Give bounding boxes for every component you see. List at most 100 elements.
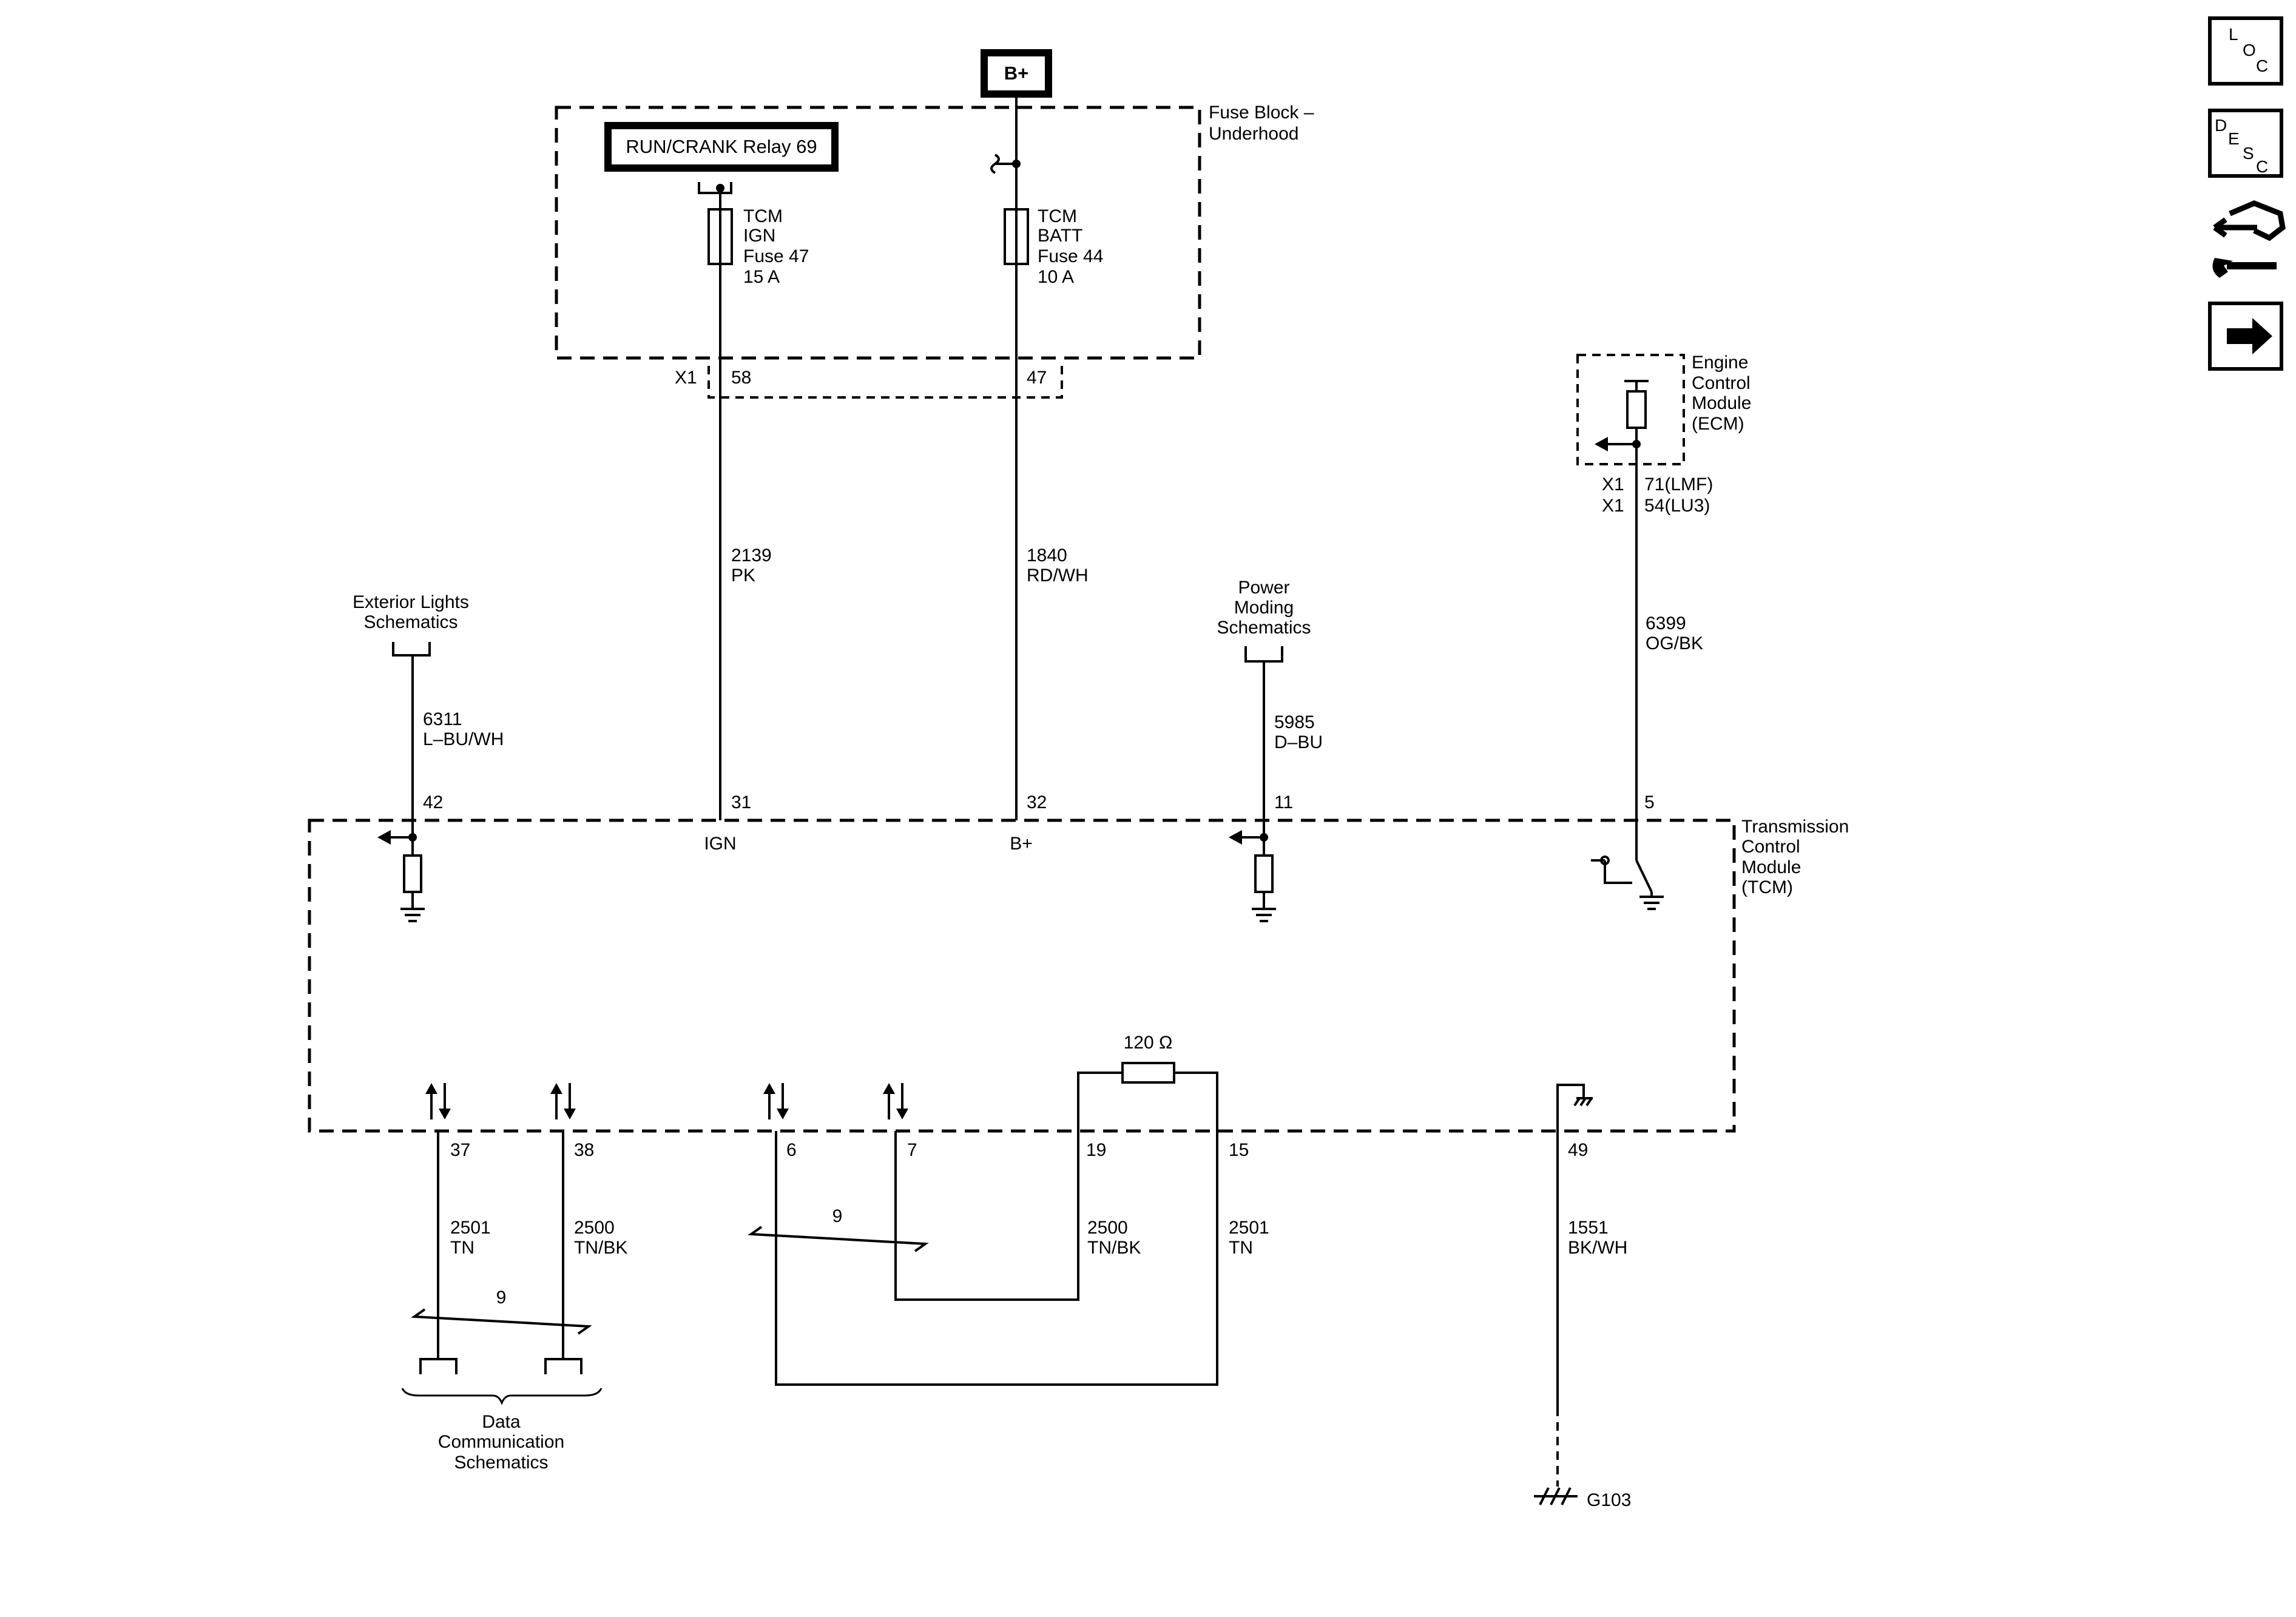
wire-1840-circuit: 1840 [1027, 545, 1067, 565]
pin-47: 47 [1027, 368, 1047, 388]
ecm-x1-b: X1 [1602, 496, 1624, 516]
fuse44-l1: TCM [1038, 206, 1077, 226]
tcm-l3: Module [1741, 857, 1801, 877]
loc-icon[interactable]: L O C [2208, 16, 2283, 86]
fuse44-l2: BATT [1038, 226, 1082, 246]
terminating-resistor [1121, 1062, 1175, 1084]
ecm-x1-a: X1 [1602, 474, 1624, 495]
ecm-pin-a: 71(LMF) [1644, 474, 1713, 495]
next-arrow-icon[interactable] [2208, 302, 2283, 371]
wire-loop-6-15 [775, 1131, 1218, 1386]
tcm-l1: Transmission [1741, 817, 1849, 837]
fuse-block-label-2: Underhood [1209, 124, 1298, 144]
ecm-l3: Module [1692, 393, 1751, 413]
fuse47-l4: 15 A [743, 267, 780, 287]
pin-31: 31 [731, 792, 751, 812]
svg-text:C: C [2256, 56, 2268, 75]
data-comm-l3: Schematics [454, 1453, 548, 1473]
tcm-ign-label: IGN [704, 834, 736, 854]
pin-37: 37 [450, 1140, 470, 1160]
ecm-pin-b: 54(LU3) [1644, 496, 1710, 516]
svg-text:L: L [2229, 25, 2238, 44]
data-arrows-7 [883, 1083, 908, 1119]
fuse47-l2: IGN [743, 226, 775, 246]
tcm-pulldown-resistor-11 [1254, 854, 1274, 893]
ecm-l2: Control [1692, 373, 1751, 393]
pin-7: 7 [907, 1140, 917, 1160]
pin-58: 58 [731, 368, 751, 388]
run-crank-relay-box [604, 122, 839, 172]
wire-2501a-color: TN [450, 1238, 474, 1258]
power-moding-l1: Power [1238, 578, 1289, 598]
svg-text:E: E [2228, 129, 2240, 148]
wire-6311-color: L–BU/WH [423, 729, 504, 749]
twist-count-1: 9 [496, 1288, 507, 1308]
wire-2139-circuit: 2139 [731, 545, 772, 565]
bplus-source-box [981, 49, 1052, 98]
pin-19: 19 [1086, 1140, 1106, 1160]
pin-11: 11 [1274, 792, 1293, 812]
ecm-l4: (ECM) [1692, 414, 1744, 434]
data-comm-l1: Data [482, 1412, 521, 1432]
data-arrows-38 [550, 1083, 576, 1119]
fuse44-l4: 10 A [1038, 267, 1074, 287]
data-comm-l2: Communication [438, 1432, 564, 1452]
data-arrows-6 [763, 1083, 789, 1119]
wire-2500a-circuit: 2500 [574, 1218, 615, 1238]
tcm-bplus-label: B+ [1010, 834, 1033, 854]
svg-text:D: D [2215, 116, 2227, 135]
power-moding-l2: Moding [1234, 598, 1294, 618]
fuse44-l3: Fuse 44 [1038, 246, 1103, 266]
fuse47-l3: Fuse 47 [743, 246, 809, 266]
wire-2500a-color: TN/BK [574, 1238, 627, 1258]
pin-6: 6 [786, 1140, 797, 1160]
fuse-connector-x1: X1 [675, 368, 697, 388]
wire-2501b-color: TN [1229, 1238, 1253, 1258]
ecm-pullup-resistor [1626, 390, 1647, 429]
pin-38: 38 [574, 1140, 594, 1160]
wire-6399-color: OG/BK [1646, 633, 1703, 653]
fuse-block-label-1: Fuse Block – [1209, 103, 1314, 123]
power-moding-l3: Schematics [1217, 618, 1311, 638]
pin-15: 15 [1229, 1140, 1249, 1160]
wire-2501a-circuit: 2501 [450, 1218, 491, 1238]
twist-count-2: 9 [832, 1206, 843, 1226]
tcm-pulldown-resistor-42 [403, 854, 422, 893]
wire-5985-circuit: 5985 [1274, 712, 1315, 732]
wire-5985-color: D–BU [1274, 732, 1323, 752]
ground-label: G103 [1587, 1490, 1631, 1510]
pin-49: 49 [1568, 1140, 1588, 1160]
pin-32: 32 [1027, 792, 1047, 812]
ground-g103-symbol [1534, 1487, 1578, 1505]
svg-text:O: O [2243, 41, 2256, 59]
svg-text:C: C [2256, 157, 2268, 176]
pin-42: 42 [423, 792, 443, 812]
fuse-block-frame [555, 106, 1201, 360]
bplus-source-label: B+ [1004, 62, 1029, 84]
wire-2501b-circuit: 2501 [1229, 1218, 1269, 1238]
desc-icon[interactable]: D E S C [2208, 109, 2283, 178]
tcm-l4: (TCM) [1741, 877, 1793, 897]
tcm-l2: Control [1741, 837, 1800, 857]
ecm-frame [1576, 354, 1685, 465]
wire-1840-color: RD/WH [1027, 565, 1089, 586]
exterior-lights-l1: Exterior Lights [353, 592, 469, 612]
wire-loop-7-19 [894, 1131, 1079, 1301]
resistor-label: 120 Ω [1124, 1033, 1173, 1053]
fuse47-l1: TCM [743, 206, 783, 226]
run-crank-relay-label: RUN/CRANK Relay 69 [626, 136, 817, 157]
exterior-lights-l2: Schematics [363, 612, 458, 632]
wire-2500b-color: TN/BK [1087, 1238, 1141, 1258]
wire-2500b-circuit: 2500 [1087, 1218, 1128, 1238]
wire-6311-circuit: 6311 [423, 709, 462, 729]
ecm-l1: Engine [1692, 353, 1748, 373]
pin-5: 5 [1644, 792, 1655, 812]
data-arrows-37 [425, 1083, 451, 1119]
wire-6399-circuit: 6399 [1646, 613, 1686, 633]
tcm-frame [308, 819, 1736, 1133]
wire-2139-color: PK [731, 565, 755, 586]
wire-1551-circuit: 1551 [1568, 1218, 1609, 1238]
wire-1551-color: BK/WH [1568, 1238, 1627, 1258]
connector-wrench-icon[interactable] [2212, 200, 2286, 278]
